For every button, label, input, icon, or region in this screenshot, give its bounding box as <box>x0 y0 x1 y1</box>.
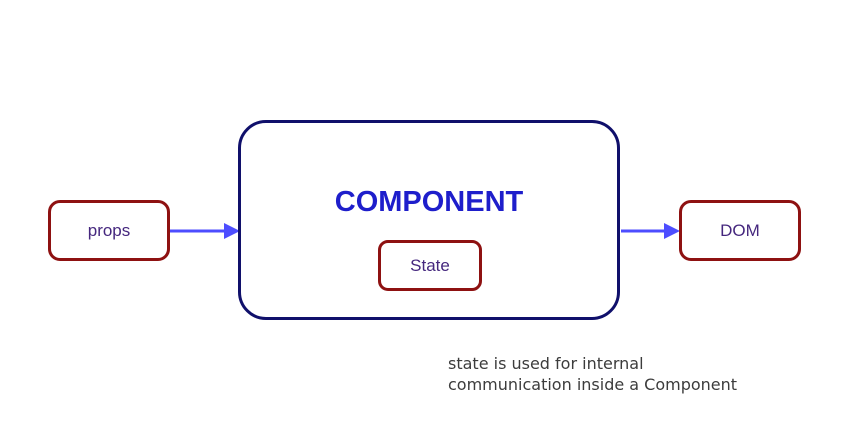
dom-box: DOM <box>679 200 801 261</box>
dom-box-label: DOM <box>720 220 760 240</box>
arrow-props-to-component-icon <box>170 223 240 239</box>
state-box: State <box>378 240 482 291</box>
component-box-title: COMPONENT <box>334 186 524 218</box>
props-box-label: props <box>87 220 131 240</box>
caption: state is used for internal communication… <box>448 353 737 395</box>
arrow-component-to-dom-icon <box>621 223 680 239</box>
state-box-label: State <box>410 255 450 275</box>
caption-line-1: state is used for internal <box>448 354 644 373</box>
props-box: props <box>48 200 170 261</box>
caption-line-2: communication inside a Component <box>448 375 738 394</box>
